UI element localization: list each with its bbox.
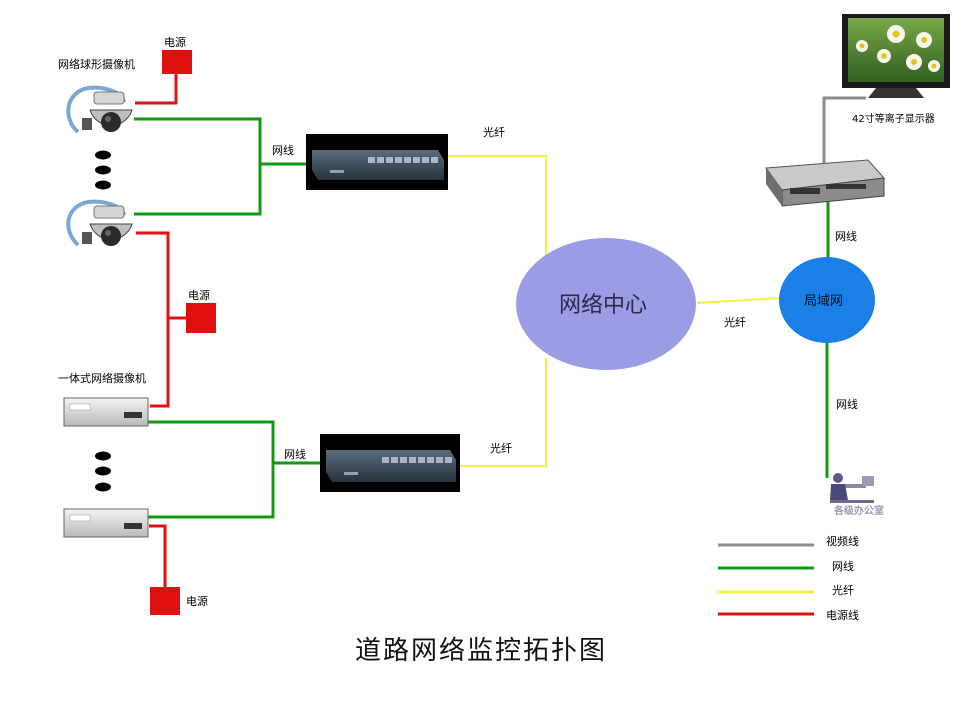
net-label-bottom: 网线 xyxy=(284,448,306,461)
power-box-top xyxy=(162,50,192,74)
office-label: 各级办公室 xyxy=(834,506,884,517)
lan-node xyxy=(779,257,875,343)
power-line xyxy=(135,66,178,105)
lan-label: 局域网 xyxy=(804,294,844,309)
net-label-lower-right: 网线 xyxy=(836,398,858,411)
power-box-bottom xyxy=(150,587,180,615)
legend-label-video: 视频线 xyxy=(826,535,859,548)
net-line xyxy=(148,420,275,519)
network-switch-bottom xyxy=(320,434,460,492)
power-label-mid: 电源 xyxy=(188,289,210,302)
network-switch-top xyxy=(306,134,448,190)
fiber-label-top: 光纤 xyxy=(483,126,505,139)
legend-label-fiber: 光纤 xyxy=(832,584,854,597)
video-line xyxy=(822,96,866,164)
plasma-display xyxy=(842,14,950,98)
network-center-label: 网络中心 xyxy=(559,293,648,318)
network-center-node xyxy=(516,238,696,370)
dome-camera-1 xyxy=(66,85,133,134)
net-label-upper-right: 网线 xyxy=(835,230,857,243)
power-label-bottom: 电源 xyxy=(186,595,208,608)
net-label-top: 网线 xyxy=(272,144,294,157)
power-label-top: 电源 xyxy=(164,36,186,49)
fiber-line xyxy=(446,155,547,262)
more-dome-cameras-dots xyxy=(95,150,111,190)
fiber-label-bottom: 光纤 xyxy=(490,442,512,455)
fiber-label-right: 光纤 xyxy=(724,316,746,329)
box-camera-2 xyxy=(63,508,149,538)
power-box-mid xyxy=(186,303,216,333)
fiber-line xyxy=(458,358,547,467)
server-device xyxy=(765,159,886,207)
fiber-line xyxy=(696,297,781,304)
net-line xyxy=(134,117,262,216)
office-workstation-icon xyxy=(830,473,874,503)
display-label: 42寸等离子显示器 xyxy=(852,114,935,125)
dome-camera-2 xyxy=(66,199,133,247)
diagram-title: 道路网络监控拓扑图 xyxy=(354,636,607,666)
more-box-cameras-dots xyxy=(95,451,111,492)
power-line xyxy=(149,524,167,597)
legend-label-power: 电源线 xyxy=(826,609,859,622)
box-camera-label: 一体式网络摄像机 xyxy=(58,372,146,385)
box-camera-1 xyxy=(63,397,149,427)
dome-camera-label: 网络球形摄像机 xyxy=(58,58,135,71)
legend-label-net: 网线 xyxy=(832,560,854,573)
